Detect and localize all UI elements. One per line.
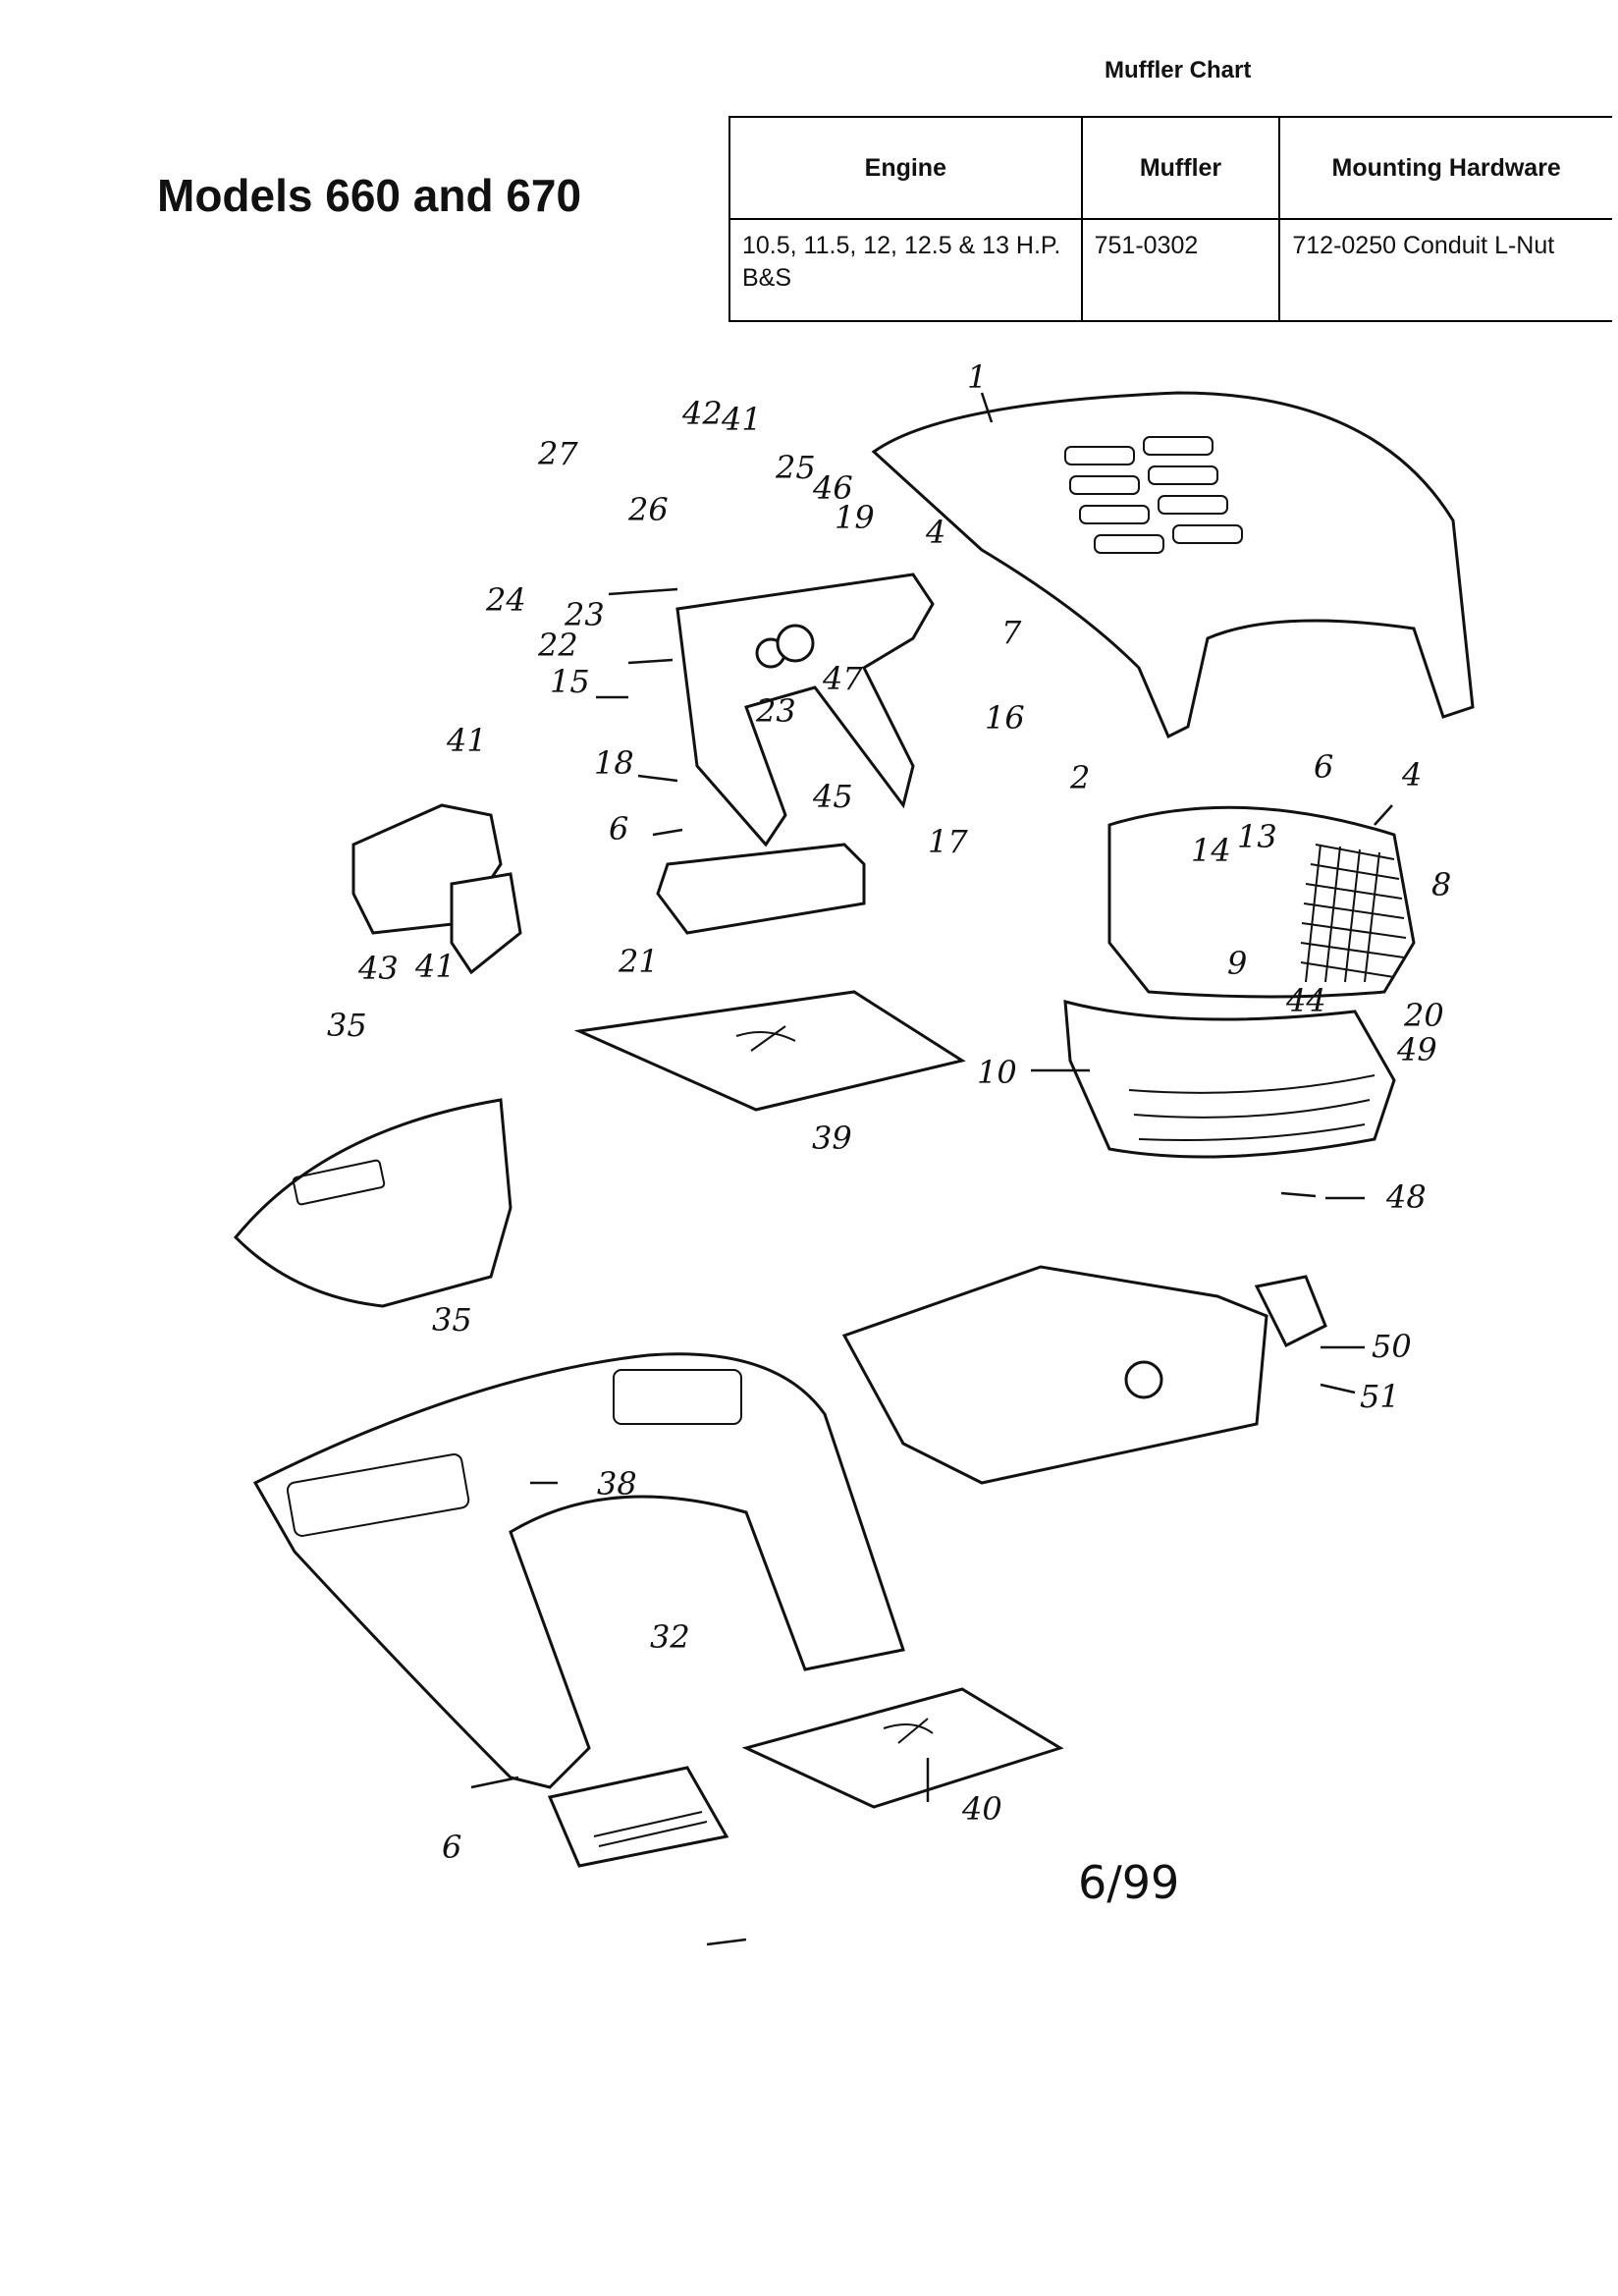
hood-part — [871, 391, 1475, 739]
callout-49: 49 — [1396, 1031, 1437, 1068]
muffler-chart-table: Engine Muffler Mounting Hardware 10.5, 1… — [728, 116, 1612, 322]
header-muffler: Muffler — [1080, 116, 1281, 220]
callout-27: 27 — [537, 435, 578, 472]
callout-23-left: 23 — [564, 596, 605, 633]
callout-18: 18 — [594, 744, 634, 782]
callout-39: 39 — [812, 1120, 852, 1157]
control-panel-part — [351, 803, 522, 975]
bumper-part — [547, 1766, 729, 1868]
table-row: 10.5, 11.5, 12, 12.5 & 13 H.P. B&S 751-0… — [728, 218, 1612, 322]
callout-7: 7 — [1001, 614, 1022, 651]
callout-10: 10 — [977, 1054, 1017, 1091]
callout-21: 21 — [618, 943, 659, 980]
callout-46: 46 — [812, 469, 853, 507]
callout-44: 44 — [1285, 982, 1326, 1019]
callout-2: 2 — [1069, 759, 1090, 796]
callout-17: 17 — [928, 823, 968, 860]
page-title: Models 660 and 670 — [157, 170, 582, 221]
table-header-row: Engine Muffler Mounting Hardware — [728, 116, 1612, 220]
floor-plate-39-part — [573, 990, 966, 1112]
callout-25: 25 — [775, 449, 816, 486]
muffler-chart-title: Muffler Chart — [1105, 57, 1252, 83]
callout-40: 40 — [961, 1790, 1002, 1828]
callout-19: 19 — [835, 499, 875, 536]
callout-20: 20 — [1403, 997, 1444, 1034]
frame-part — [841, 1265, 1327, 1485]
callout-16: 16 — [985, 699, 1025, 737]
cell-muffler: 751-0302 — [1080, 218, 1281, 322]
callout-9: 9 — [1227, 945, 1247, 982]
callout-14: 14 — [1191, 832, 1231, 869]
cell-mounting-hardware: 712-0250 Conduit L-Nut — [1278, 218, 1612, 322]
callout-15: 15 — [550, 663, 590, 700]
callout-4-top: 4 — [925, 514, 945, 551]
leader-lines — [470, 392, 1393, 1946]
fender-small-part — [233, 1098, 512, 1308]
callout-41-panel: 41 — [446, 722, 487, 759]
callout-41: 41 — [721, 401, 762, 438]
callout-38: 38 — [597, 1465, 637, 1503]
header-mounting-hardware: Mounting Hardware — [1278, 116, 1612, 220]
callout-41-lower: 41 — [414, 948, 456, 985]
callout-50: 50 — [1372, 1328, 1412, 1365]
callout-23-center: 23 — [755, 692, 796, 730]
callout-35-top: 35 — [327, 1007, 367, 1044]
callout-47: 47 — [822, 660, 863, 697]
part-callouts: 1 42 41 27 25 46 26 19 4 24 23 22 7 15 2… — [327, 358, 1451, 1866]
callout-6-grille: 6 — [1314, 748, 1333, 786]
callout-13: 13 — [1237, 818, 1277, 855]
callout-45: 45 — [812, 778, 853, 815]
callout-48: 48 — [1385, 1178, 1427, 1216]
callout-1: 1 — [967, 358, 987, 396]
callout-51: 51 — [1360, 1378, 1400, 1415]
callout-32: 32 — [650, 1618, 690, 1656]
fender-large-part — [252, 1352, 905, 1789]
grille-part — [1063, 805, 1416, 1159]
floor-plate-40-part — [741, 1687, 1064, 1809]
revision-date: 6/99 — [1078, 1856, 1180, 1909]
dash-bracket-part — [656, 573, 935, 935]
callout-26: 26 — [627, 491, 669, 528]
cell-engine: 10.5, 11.5, 12, 12.5 & 13 H.P. B&S — [728, 218, 1083, 322]
callout-4-right: 4 — [1401, 756, 1422, 793]
callout-8: 8 — [1431, 866, 1451, 903]
callout-24: 24 — [485, 581, 526, 619]
header-engine: Engine — [728, 116, 1083, 220]
callout-6-left: 6 — [609, 810, 628, 847]
callout-42: 42 — [681, 395, 723, 432]
callout-6-bottom: 6 — [442, 1829, 461, 1866]
callout-43: 43 — [357, 950, 399, 987]
callout-22: 22 — [537, 627, 578, 664]
callout-35-bottom: 35 — [432, 1301, 472, 1339]
